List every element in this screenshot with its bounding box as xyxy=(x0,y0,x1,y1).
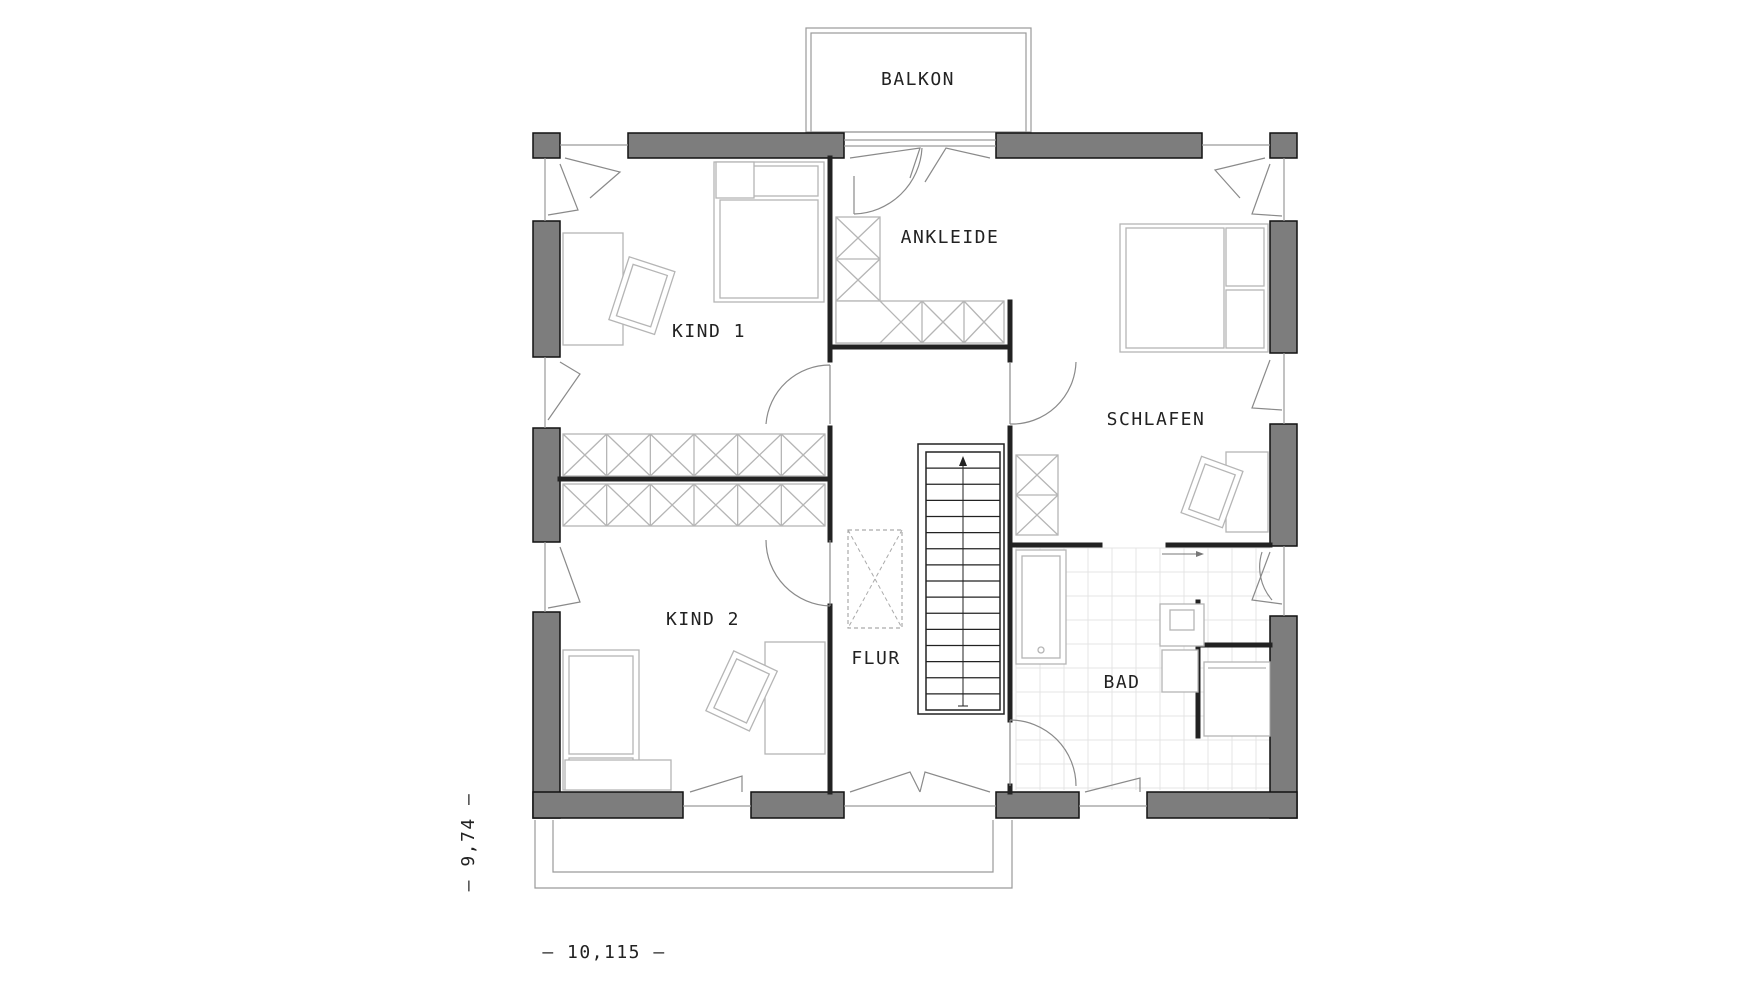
balcony xyxy=(805,27,1032,133)
schlafen-furniture xyxy=(1119,223,1269,533)
kind2-furniture xyxy=(562,641,826,791)
label-ankleide: ANKLEIDE xyxy=(901,227,1000,248)
dimension-width: – 10,115 – xyxy=(542,942,665,963)
exterior-walls xyxy=(532,132,1298,819)
kind1-furniture xyxy=(562,161,825,346)
wardrobe-kind1 xyxy=(562,433,826,477)
label-bad: BAD xyxy=(1103,672,1140,693)
attic-hatch xyxy=(847,529,903,629)
door-swings xyxy=(765,147,1273,787)
dimension-labels: – 10,115 – – 9,74 – xyxy=(458,793,665,963)
label-kind1: KIND 1 xyxy=(672,321,746,342)
window-sills xyxy=(544,139,1285,807)
label-flur: FLUR xyxy=(851,648,900,669)
wardrobe-schlafen xyxy=(1015,454,1059,536)
staircase xyxy=(917,443,1005,715)
room-labels: BALKON ANKLEIDE KIND 1 SCHLAFEN KIND 2 F… xyxy=(666,69,1206,693)
window-sashes xyxy=(547,147,1283,793)
wardrobe-kind2 xyxy=(562,483,826,527)
terrace-outline xyxy=(534,820,1013,889)
bathroom-fixtures xyxy=(1015,549,1271,737)
label-kind2: KIND 2 xyxy=(666,609,740,630)
dimension-height: – 9,74 – xyxy=(458,793,479,892)
interior-walls xyxy=(557,155,1273,795)
wardrobe-ankleide-horizontal xyxy=(835,300,1005,344)
label-balkon: BALKON xyxy=(881,69,955,90)
label-schlafen: SCHLAFEN xyxy=(1107,409,1206,430)
